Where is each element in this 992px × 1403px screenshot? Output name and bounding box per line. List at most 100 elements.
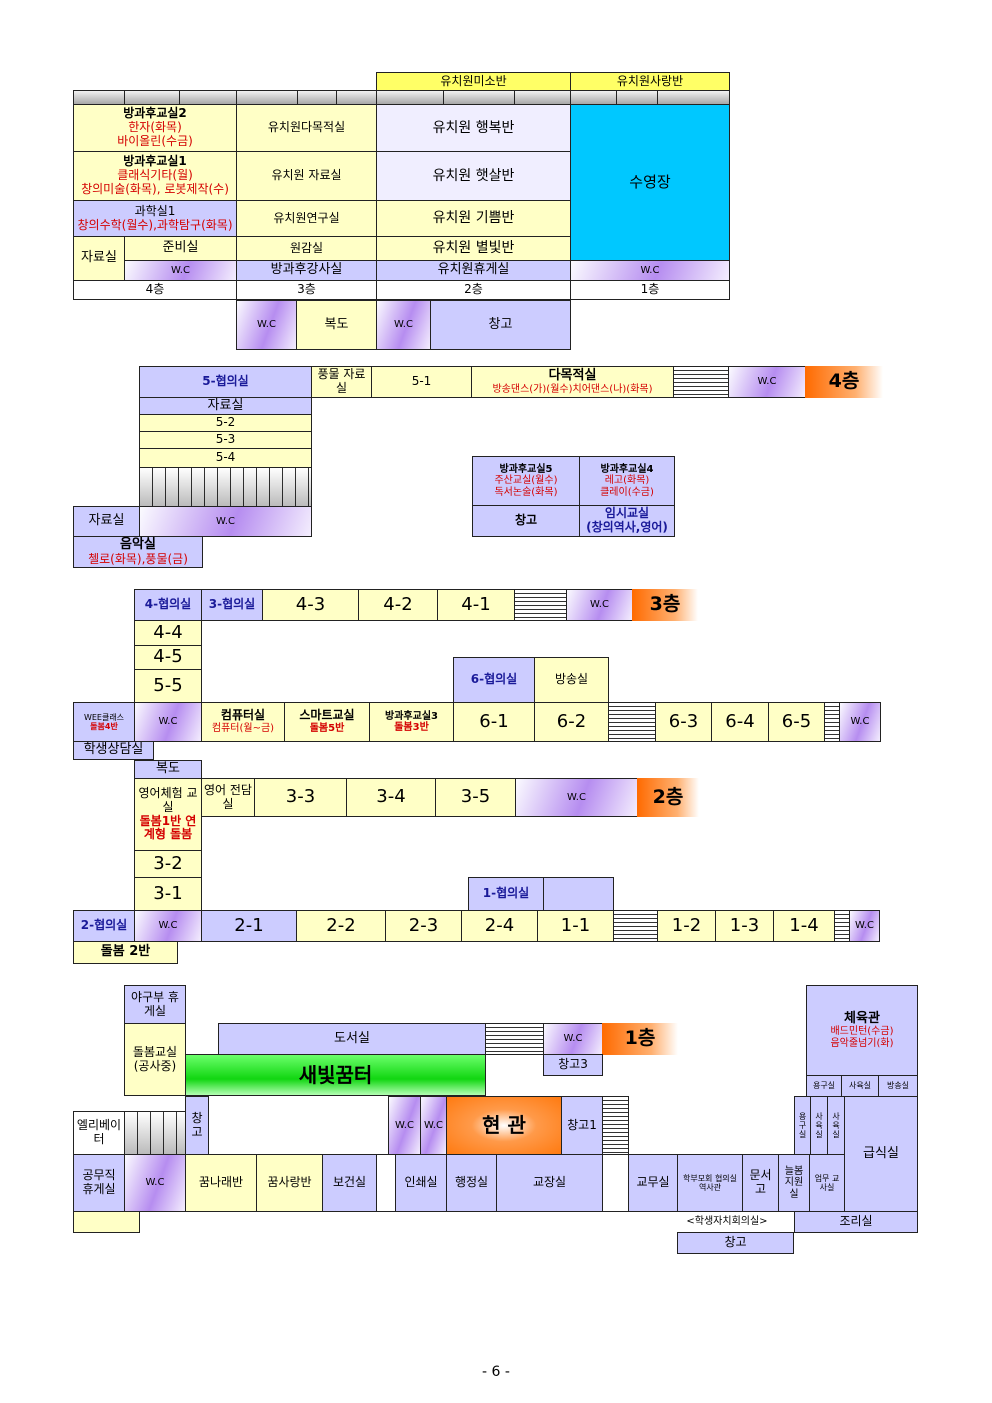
room-gym: 체육관 배드민턴(수금) 음악줄넘기(화) xyxy=(806,985,918,1076)
room-wee-class: WEE클래스 돌봄4반 xyxy=(73,702,135,742)
room-storage: 창고 xyxy=(677,1232,794,1254)
room-5-meeting: 5-협의실 xyxy=(139,366,312,398)
room-afterschool-2: 방과후교실2 한자(화목) 바이올린(수금) xyxy=(73,104,237,152)
room-2-3: 2-3 xyxy=(385,910,462,942)
room-storage: 창고 xyxy=(430,300,571,350)
room-afterschool-1: 방과후교실1 클래식기타(월) 창의미술(화목), 로봇제작(수) xyxy=(73,151,237,201)
room-printing: 인쇄실 xyxy=(395,1154,447,1212)
room-6-meeting: 6-협의실 xyxy=(453,657,535,703)
floor-label-1: 1층 xyxy=(570,280,730,300)
room-wc: W.C xyxy=(515,778,638,817)
room-wc: W.C xyxy=(236,300,297,350)
floor-label-3: 3층 xyxy=(632,589,698,621)
room-1-3: 1-3 xyxy=(715,910,774,942)
room-nurse: 보건실 xyxy=(322,1154,377,1212)
room-4-4: 4-4 xyxy=(134,620,202,646)
room-english-experience: 영어체험 교실 돌봄1반 연계형 돌봄 xyxy=(134,778,202,851)
room-broadcast: 방송실 xyxy=(878,1075,918,1097)
page-number: - 6 - xyxy=(482,1363,510,1380)
room-kg-haengbok: 유치원 행복반 xyxy=(376,104,571,152)
room-6-4: 6-4 xyxy=(711,702,769,742)
stairs-icon xyxy=(613,910,658,942)
room-program: 창의수학(월수),과학탐구(화목) xyxy=(77,217,233,232)
room-title: 방과후교실1 xyxy=(123,154,187,169)
room-6-2: 6-2 xyxy=(534,702,609,742)
label-student-council: <학생자치회의실> xyxy=(686,1216,768,1228)
room-equipment: 용구실 xyxy=(794,1096,811,1155)
window-strip xyxy=(139,467,312,507)
room-parent-council: 학부모회 협의실 역사관 xyxy=(677,1154,743,1212)
room-2-2: 2-2 xyxy=(296,910,386,942)
stairs-icon xyxy=(485,1023,544,1055)
room-cafeteria: 급식실 xyxy=(844,1096,918,1212)
room-program: (창의역사,영어) xyxy=(586,520,668,534)
room-4-3: 4-3 xyxy=(262,589,359,621)
room-5-4: 5-4 xyxy=(139,448,312,468)
room-breeding: 사육실 xyxy=(841,1075,879,1097)
stairs-icon xyxy=(673,366,729,398)
room-wc: W.C xyxy=(134,910,202,942)
room-5-3: 5-3 xyxy=(139,431,312,449)
room-pungmul-material: 풍물 자료실 xyxy=(311,366,372,398)
room-program: 바이올린(수금) xyxy=(117,133,193,148)
main-entrance: 현 관 xyxy=(446,1096,562,1155)
stairs-icon xyxy=(834,910,850,942)
room-title: 영어체험 교실 xyxy=(138,785,198,814)
window-strip xyxy=(336,90,377,105)
kindergarten-header-miso: 유치원미소반 xyxy=(376,72,571,92)
room-library: 도서실 xyxy=(218,1023,486,1055)
window-strip xyxy=(124,90,180,105)
floor-label-3: 3층 xyxy=(236,280,377,300)
room-empty xyxy=(602,1154,629,1212)
room-wc: W.C xyxy=(376,300,431,350)
room-storage-1: 창고1 xyxy=(561,1096,603,1155)
room-teachers-office: 교무실 xyxy=(628,1154,678,1212)
room-care-class: 돌봄교실 (공사중) xyxy=(124,1023,186,1096)
room-wc: W.C xyxy=(839,702,881,742)
room-wc: W.C xyxy=(570,260,730,281)
window-strip xyxy=(236,90,298,105)
room-hallway: 복도 xyxy=(134,760,202,779)
room-2-1: 2-1 xyxy=(201,910,297,942)
room-program: 음악줄넘기(화) xyxy=(830,1037,894,1049)
room-4-5: 4-5 xyxy=(134,645,202,670)
room-kitchen: 조리실 xyxy=(794,1211,918,1233)
room-wc: W.C xyxy=(728,366,806,398)
room-afterschool-4: 방과후교실4 레고(화목) 클레이(수금) xyxy=(579,456,675,506)
room-equipment: 용구실 xyxy=(806,1075,842,1097)
room-computer: 컴퓨터실 컴퓨터(월~금) xyxy=(201,702,285,742)
room-storage-3: 창고3 xyxy=(543,1054,603,1076)
stairs-icon xyxy=(514,589,567,621)
room-wc: W.C xyxy=(420,1096,447,1155)
room-title: 컴퓨터실 xyxy=(220,708,266,723)
room-title: 임시교실 xyxy=(604,506,650,521)
window-strip xyxy=(570,90,617,105)
room-program: 클래식기타(월) xyxy=(117,168,193,183)
room-vice-principal: 원감실 xyxy=(236,236,377,261)
room-5-1: 5-1 xyxy=(371,366,472,398)
room-3-1: 3-1 xyxy=(134,877,202,911)
room-program: 주산교실(월수) xyxy=(494,475,558,487)
room-program: 클레이(수금) xyxy=(600,486,654,498)
room-empty xyxy=(376,1154,396,1212)
floor-label-1: 1층 xyxy=(602,1023,678,1055)
stairs-icon xyxy=(608,702,656,742)
room-afterschool-5: 방과후교실5 주산교실(월수) 독서논술(화목) xyxy=(472,456,580,506)
room-breeding: 사육실 xyxy=(827,1096,845,1155)
room-wc: W.C xyxy=(139,506,312,537)
room-storage: 창고 xyxy=(185,1096,209,1155)
room-care-2: 돌봄 2반 xyxy=(73,941,178,964)
room-wc: W.C xyxy=(543,1023,603,1055)
room-3-5: 3-5 xyxy=(435,778,516,817)
room-science-1: 과학실1 창의수학(월수),과학탐구(화목) xyxy=(73,200,237,237)
room-program: 돌봄4반 xyxy=(90,722,118,731)
room-material: 자료실 xyxy=(139,397,312,415)
room-neulbom-support: 늘봄 지원실 xyxy=(778,1154,810,1212)
floor-label-2: 2층 xyxy=(637,778,699,817)
room-title: 스마트교실 xyxy=(299,708,355,723)
room-multipurpose: 다목적실 방송댄스(가)(월수)치어댄스(나)(화목) xyxy=(471,366,674,398)
room-4-meeting: 4-협의실 xyxy=(134,589,202,621)
window-strip xyxy=(73,90,125,105)
elevator: 엘리베이터 xyxy=(73,1111,125,1155)
room-program: 첼로(화목),풍물(금) xyxy=(88,551,188,566)
